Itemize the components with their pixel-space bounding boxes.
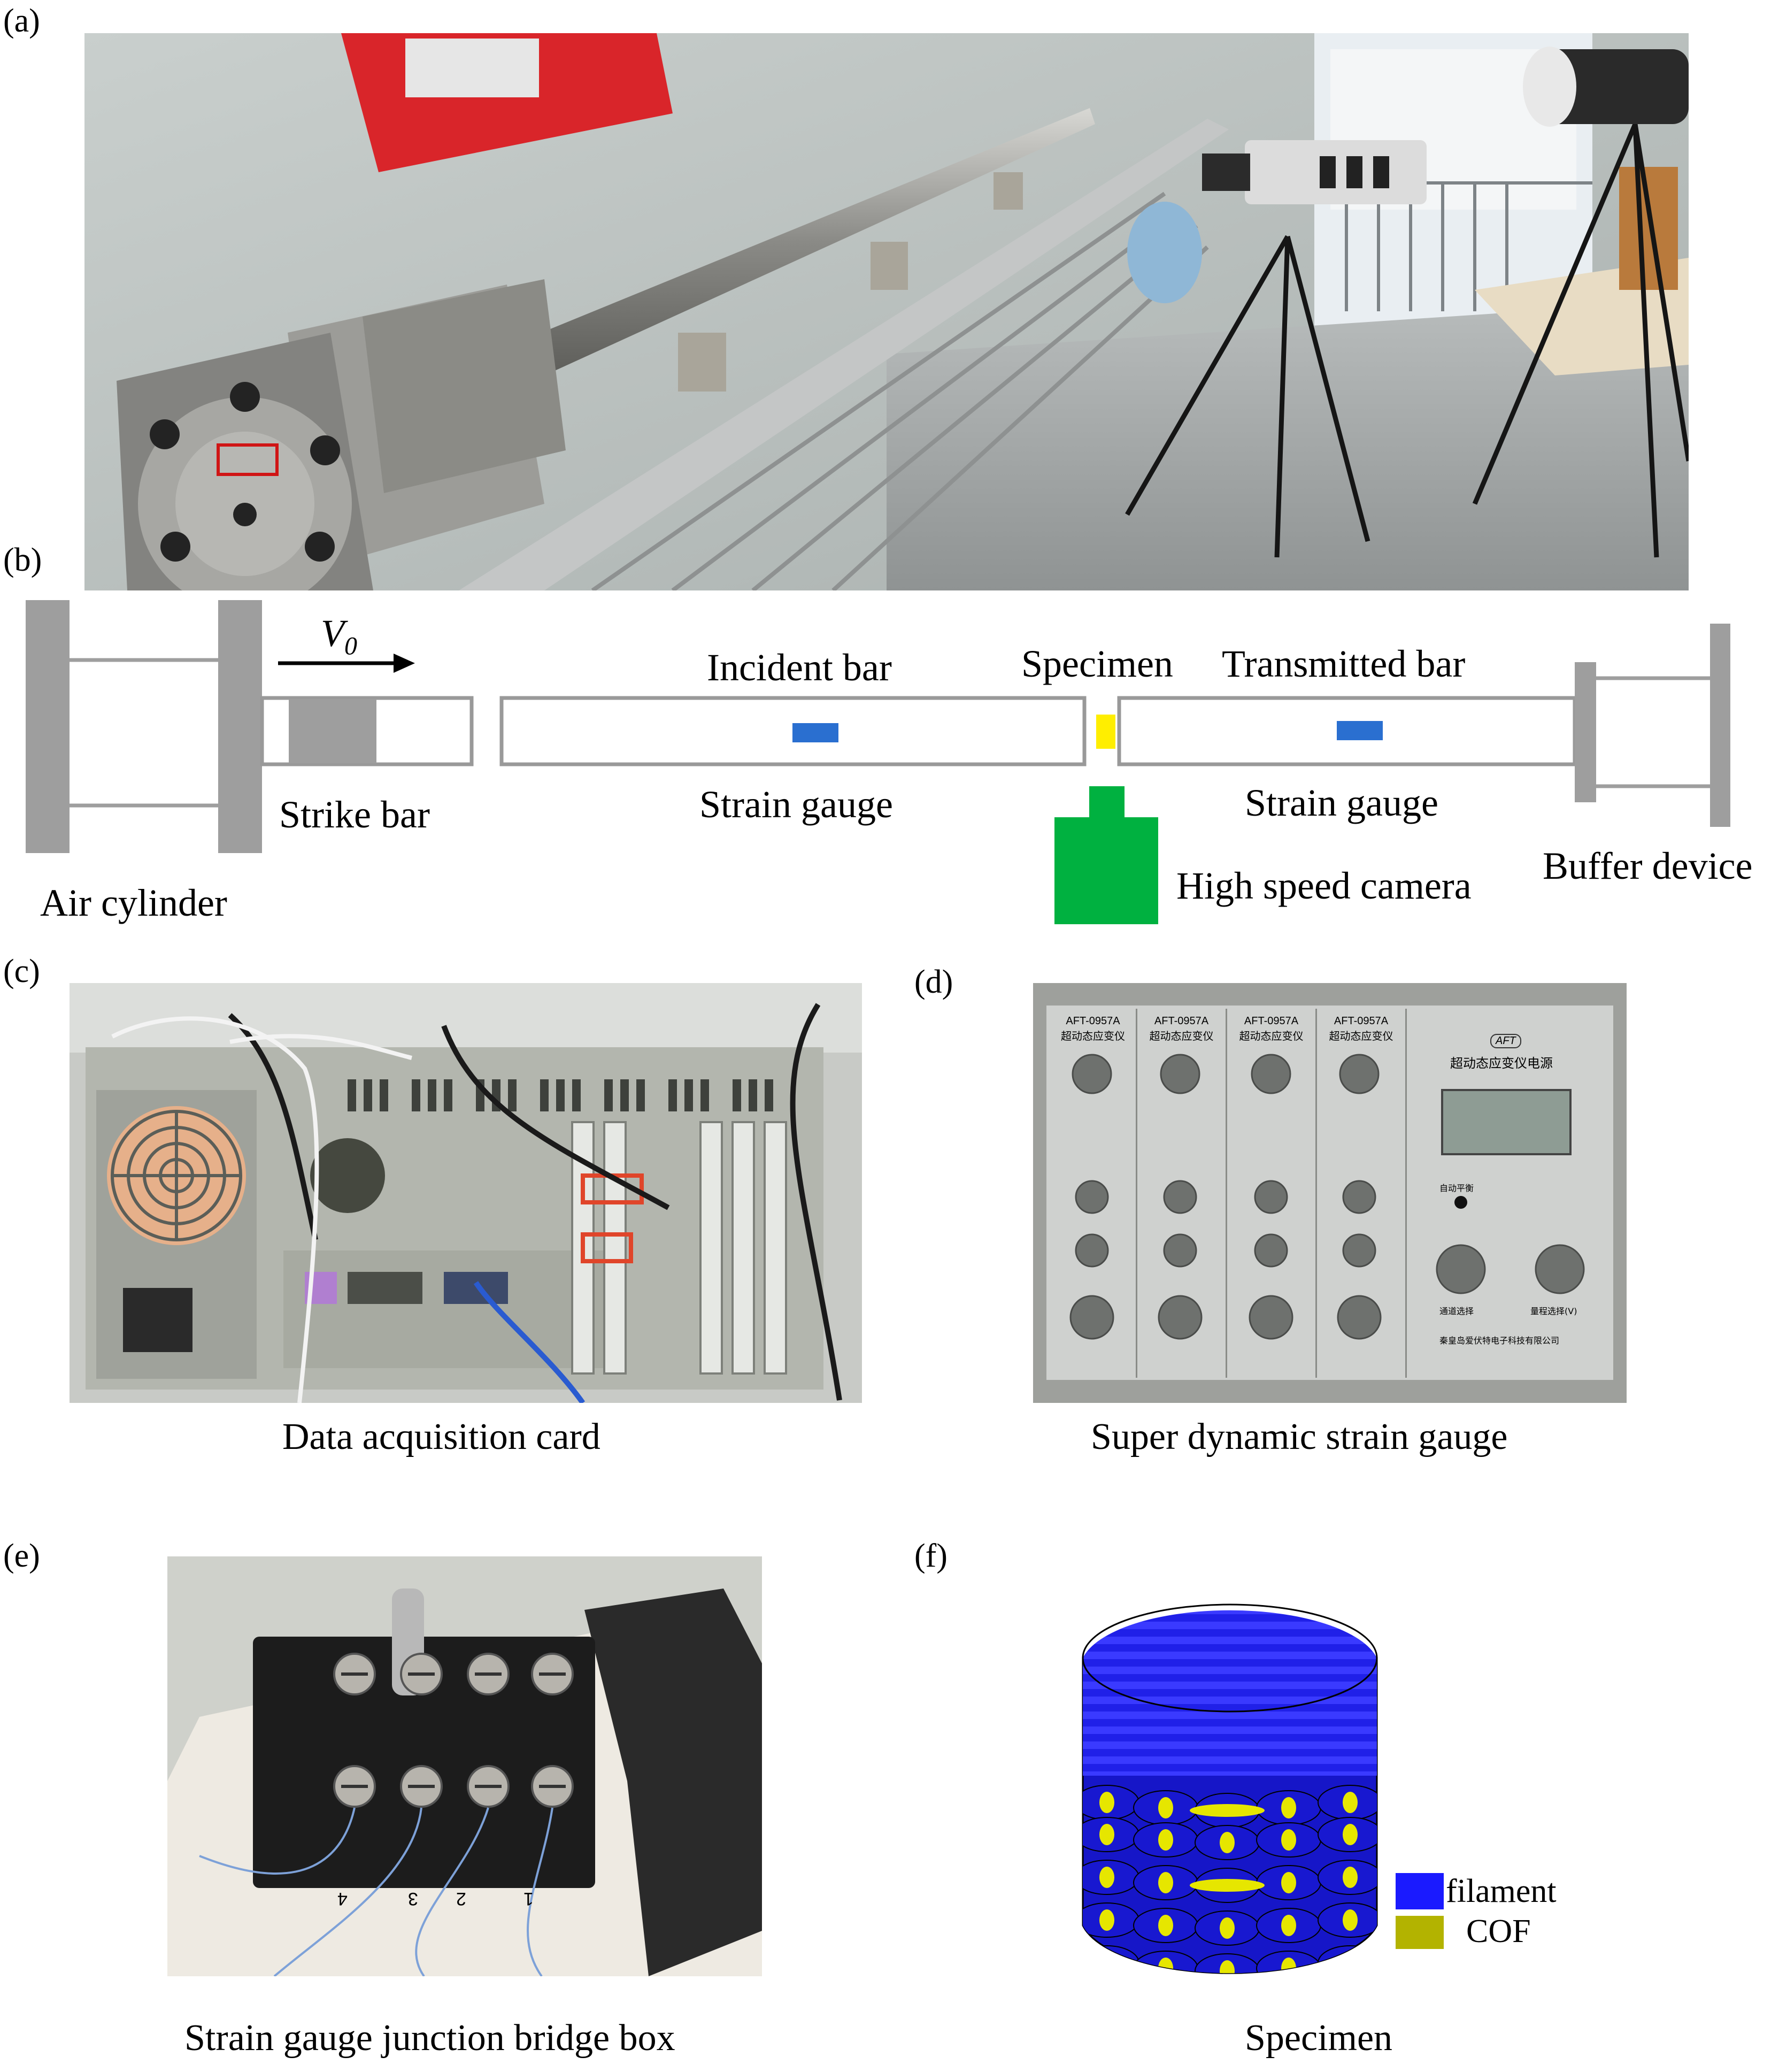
air-cylinder-left-plate	[26, 600, 70, 853]
module-4-title: AFT-0957A	[1334, 1015, 1389, 1027]
legend-filament-swatch	[1396, 1873, 1444, 1909]
module-1-title: AFT-0957A	[1066, 1015, 1120, 1027]
high-speed-camera-body	[1054, 817, 1158, 924]
strike-bar	[289, 699, 376, 763]
velocity-symbol: V	[321, 612, 344, 655]
panel-label-e: (e)	[3, 1538, 40, 1574]
label-air-cylinder: Air cylinder	[40, 881, 227, 924]
caption-d: Super dynamic strain gauge	[1091, 1416, 1508, 1457]
module-2-title: AFT-0957A	[1154, 1015, 1209, 1027]
range-select-label: 量程选择(V)	[1530, 1306, 1577, 1316]
panel-label-b: (b)	[3, 542, 42, 578]
module-1-subtitle: 超动态应变仪	[1061, 1030, 1125, 1042]
amplifier-module-1: AFT-0957A 超动态应变仪	[1050, 1009, 1137, 1378]
terminal-number-4: 4	[337, 1889, 348, 1909]
shpb-apparatus-photo	[84, 33, 1689, 590]
panel-label-f: (f)	[914, 1538, 948, 1574]
terminal-number-3: 3	[408, 1889, 418, 1909]
panel-label-c: (c)	[3, 953, 40, 989]
instrument-front-panel	[1046, 1006, 1613, 1380]
strain-gauge-incident	[792, 723, 838, 742]
caption-c: Data acquisition card	[282, 1416, 600, 1457]
module-3-title: AFT-0957A	[1244, 1015, 1299, 1027]
label-incident-bar: Incident bar	[707, 646, 892, 689]
instrument-knobs	[1069, 1054, 1585, 1340]
caption-f: Specimen	[1245, 2017, 1393, 2059]
caption-e: Strain gauge junction bridge box	[184, 2017, 675, 2059]
junction-bridge-box-photo: 4 3 2 1	[167, 1556, 762, 1976]
label-specimen: Specimen	[1021, 642, 1173, 685]
buffer-device-plate-left	[1575, 662, 1596, 802]
amplifier-module-4: AFT-0957A 超动态应变仪	[1317, 1009, 1407, 1378]
module-4-subtitle: 超动态应变仪	[1329, 1030, 1393, 1042]
velocity-label: V0	[321, 614, 357, 659]
module-3-subtitle: 超动态应变仪	[1239, 1030, 1304, 1042]
power-supply-title: 超动态应变仪电源	[1450, 1056, 1553, 1071]
shpb-schematic	[26, 600, 1730, 924]
air-cylinder-right-plate	[218, 600, 262, 853]
label-transmitted-bar: Transmitted bar	[1222, 642, 1466, 685]
terminal-number-2: 2	[456, 1889, 466, 1909]
label-strain-gauge-right: Strain gauge	[1245, 781, 1438, 824]
module-2-subtitle: 超动态应变仪	[1149, 1030, 1214, 1042]
label-strain-gauge-left: Strain gauge	[699, 783, 893, 826]
manufacturer-label: 秦皇岛爱伏特电子科技有限公司	[1439, 1336, 1560, 1346]
velocity-arrow	[394, 654, 415, 673]
strain-gauge-transmitted	[1337, 721, 1383, 740]
power-brand-logo: AFT	[1490, 1034, 1521, 1048]
data-acquisition-card-photo	[70, 983, 862, 1403]
legend-cof-swatch	[1396, 1916, 1444, 1949]
auto-balance-label: 自动平衡	[1439, 1183, 1474, 1193]
label-high-speed-camera: High speed camera	[1176, 864, 1472, 907]
high-speed-camera-lens	[1089, 786, 1125, 818]
buffer-device-plate-right	[1710, 624, 1730, 827]
legend-filament-label: filament	[1446, 1873, 1557, 1909]
label-strike-bar: Strike bar	[279, 793, 430, 836]
velocity-subscript: 0	[344, 632, 357, 661]
amplifier-module-3: AFT-0957A 超动态应变仪	[1227, 1009, 1317, 1378]
label-buffer-device: Buffer device	[1543, 845, 1753, 887]
panel-label-a: (a)	[3, 3, 40, 39]
terminal-number-1: 1	[523, 1889, 534, 1909]
channel-select-label: 通道选择	[1439, 1306, 1474, 1316]
specimen-3d-model	[1082, 1603, 1378, 1974]
specimen	[1096, 715, 1115, 749]
strain-gauge-instrument-photo: AFT-0957A 超动态应变仪 AFT-0957A 超动态应变仪 AFT-09…	[1033, 983, 1627, 1403]
panel-label-d: (d)	[914, 964, 953, 1000]
legend-cof-label: COF	[1466, 1913, 1531, 1950]
amplifier-module-2: AFT-0957A 超动态应变仪	[1137, 1009, 1227, 1378]
